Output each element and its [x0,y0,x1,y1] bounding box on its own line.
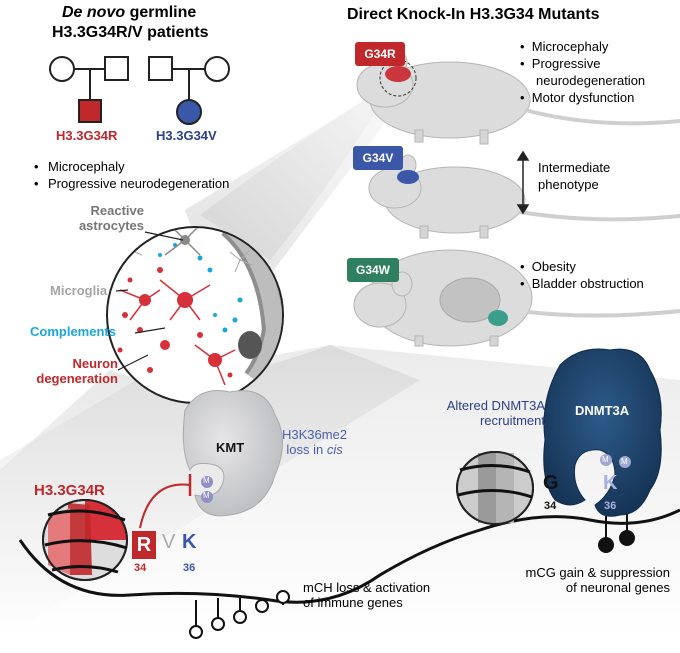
residue-number-36-right: 36 [604,500,617,512]
mouse-g34v [368,154,680,239]
phenotype-item: Motor dysfunction [531,90,635,105]
h3k36me2-note: H3K36me2 loss in cis [282,427,348,457]
pedigree-g34v [148,56,230,125]
patients-title-line2: H3.3G34R/V patients [52,24,209,41]
g34v-phenotype-line1: Intermediate [538,160,611,175]
g34r-patient-label: H3.3G34R [56,128,118,143]
dna-strand [18,508,680,604]
kmt-m-2: M [203,491,210,500]
g34w-tag: G34W [347,258,399,282]
phenotype-item: Progressive [531,56,601,71]
kmt-enzyme [182,390,283,517]
dnmt3a-m-1: M [602,455,609,464]
neuron-degeneration-label: Neuron degeneration [36,356,118,386]
symptom-item: Progressive neurodegeneration [34,175,229,192]
g34v-tag: G34V [353,146,403,170]
dnmt3a-m-2: M [621,457,628,466]
brain-tissue-circle [106,226,284,404]
patient-symptom-list: Microcephaly Progressive neurodegenerati… [34,158,229,192]
g34r-phenotype-list: • Microcephaly • Progressive neurodegene… [520,39,646,105]
g34w-phenotype-list: • Obesity • Bladder obstruction [520,259,644,291]
microglia-label: Microglia [50,283,108,298]
residue-k36-right: K [603,472,618,494]
phenotype-item: neurodegeneration [536,73,646,88]
dnmt3a-enzyme [543,348,662,517]
phenotype-item: Obesity [531,259,576,274]
intermediate-arrow [516,150,530,215]
complements-label: Complements [30,324,116,339]
h33g34r-chromatin-label: H3.3G34R [34,482,105,499]
symptom-item: Microcephaly [34,158,229,175]
g34v-patient-label: H3.3G34V [156,128,217,143]
residue-v: V [162,531,176,553]
dnmt3a-label: DNMT3A [575,403,630,418]
residue-k36: K [182,531,197,553]
patients-title-rest: germline [125,4,197,21]
dnmt3a-recruitment-note: Altered DNMT3A recruitment [446,398,545,428]
patients-title: De novo germline [62,4,196,22]
residue-number-34: 34 [134,562,147,574]
nucleosome-wt [456,451,534,525]
brain-label-pointers [115,231,184,371]
kmt-label: KMT [216,440,245,455]
reactive-astrocytes-label: Reactive astrocytes [78,203,144,233]
mouse-g34w [353,249,680,347]
mch-loss-note: mCH loss & activation of immune genes [303,580,431,610]
inhibition-arrow [139,483,191,529]
phenotype-item: Microcephaly [531,39,609,54]
patients-title-italic: De novo [62,4,126,21]
residue-g34: G [543,472,559,494]
phenotype-item: Bladder obstruction [531,276,644,291]
mouse-g34r [356,50,680,145]
mcg-gain-note: mCG gain & suppression of neuronal genes [525,565,670,595]
nucleosome-g34r [42,499,128,581]
pedigree-g34r [49,56,129,123]
g34v-phenotype-line2: phenotype [538,177,599,192]
methylated-cpgs [598,513,635,553]
kmt-m-1: M [203,476,210,485]
residue-number-36: 36 [183,562,196,574]
g34r-tag: G34R [355,42,405,66]
residue-r34-box: R [132,531,156,559]
mutants-title: Direct Knock-In H3.3G34 Mutants [347,6,600,23]
residue-number-34-right: 34 [544,500,557,512]
unmethylated-cpgs [189,590,290,639]
